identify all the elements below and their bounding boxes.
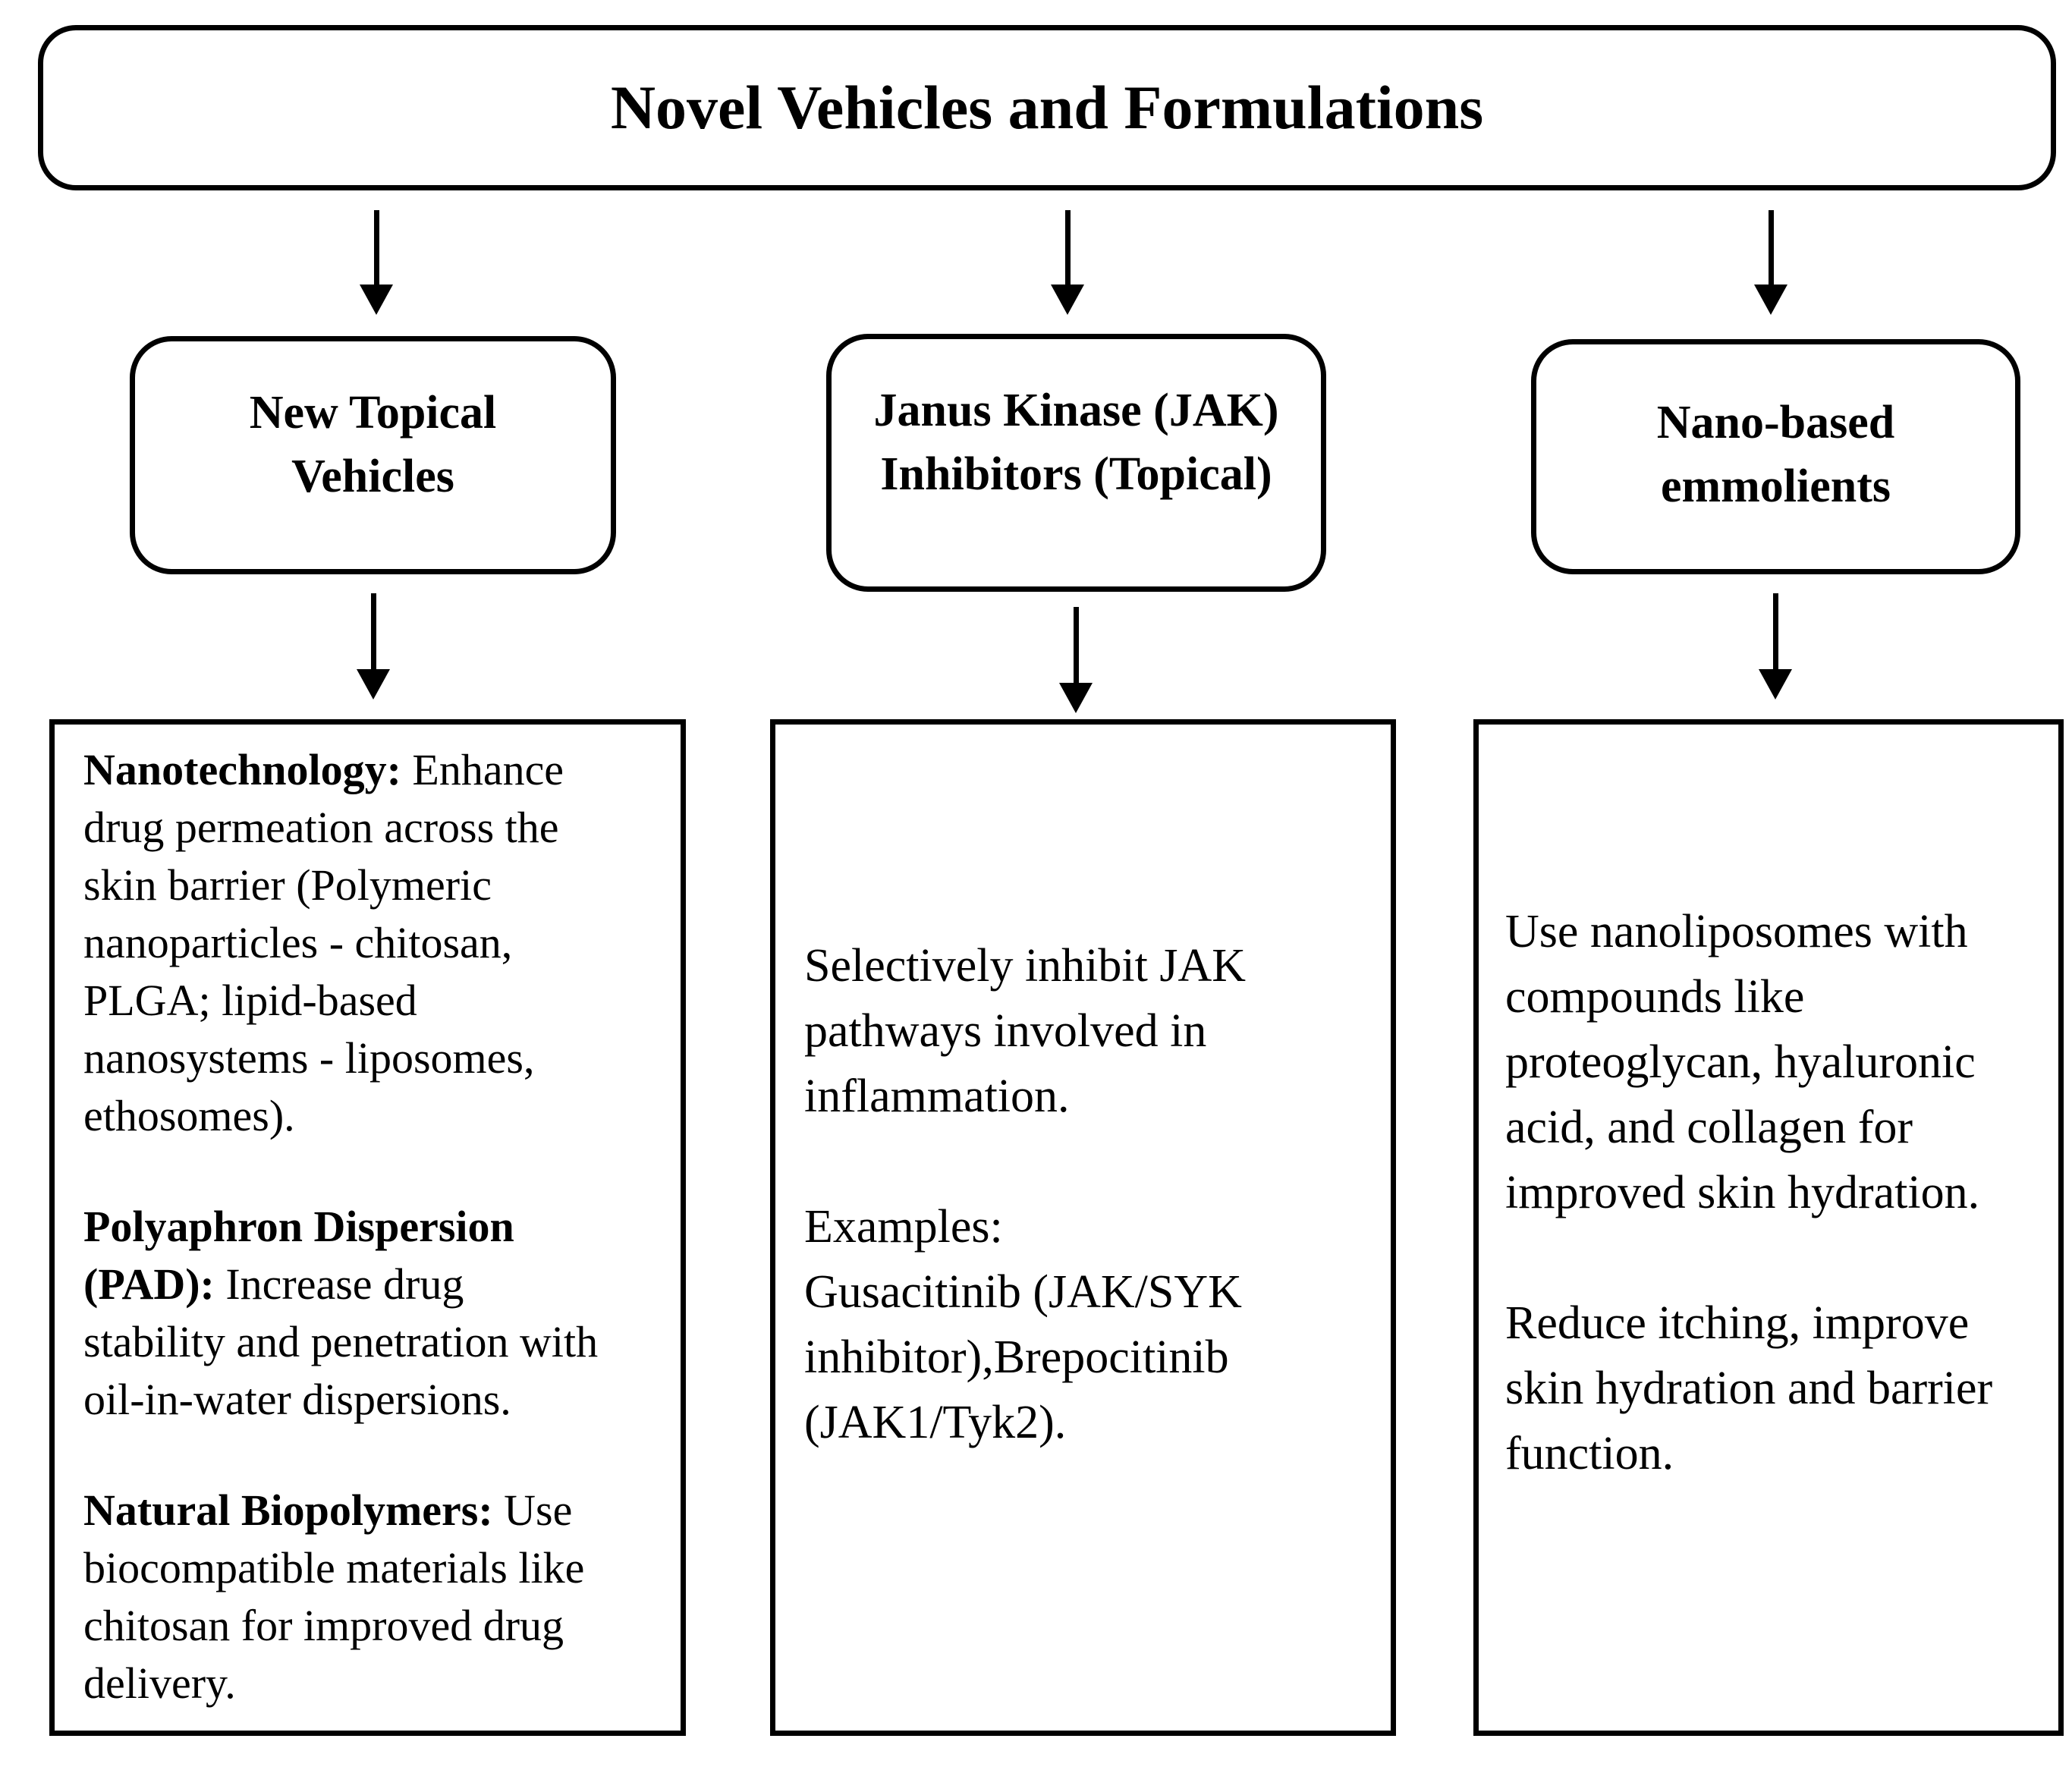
arrow-head <box>1754 285 1787 315</box>
arrow-down-icon <box>1051 210 1084 315</box>
arrow-shaft <box>370 593 376 669</box>
detail-term: Natural Biopolymers: <box>83 1485 493 1535</box>
detail-text: Reduce itching, improve skin hydration a… <box>1505 1297 1993 1479</box>
arrow-shaft <box>1073 607 1079 683</box>
detail-paragraph: Examples: Gusacitinib (JAK/SYK inhibitor… <box>804 1194 1372 1455</box>
arrow-shaft <box>1768 210 1774 285</box>
detail-box-nano-emmolients: Use nanoliposomes with compounds like pr… <box>1473 719 2064 1736</box>
arrow-down-icon <box>360 210 393 315</box>
arrow-head <box>1759 669 1792 700</box>
detail-box-jak-inhibitors: Selectively inhibit JAK pathways involve… <box>770 719 1396 1736</box>
detail-paragraph: Reduce itching, improve skin hydration a… <box>1505 1291 2039 1486</box>
diagram-title: Novel Vehicles and Formulations <box>610 73 1484 142</box>
arrow-head <box>360 285 393 315</box>
arrow-down-icon <box>1759 593 1792 700</box>
arrow-shaft <box>373 210 379 285</box>
arrow-head <box>1059 683 1093 713</box>
detail-text: Selectively inhibit JAK pathways involve… <box>804 940 1247 1122</box>
arrow-head <box>1051 285 1084 315</box>
arrow-down-icon <box>357 593 390 700</box>
arrow-head <box>357 669 390 700</box>
arrow-down-icon <box>1059 607 1093 713</box>
detail-term: Nanotechnology: <box>83 745 401 794</box>
branch-label: Janus Kinase (JAK) Inhibitors (Topical) <box>873 384 1279 500</box>
detail-text: Examples: Gusacitinib (JAK/SYK inhibitor… <box>804 1201 1242 1448</box>
detail-paragraph: Use nanoliposomes with compounds like pr… <box>1505 899 2039 1225</box>
detail-text: Enhance drug permeation across the skin … <box>83 745 564 1140</box>
detail-term: Polyaphron Dispersion (PAD): <box>83 1202 514 1309</box>
branch-label: Nano-based emmolients <box>1656 397 1895 512</box>
branch-box-new-topical-vehicles: New Topical Vehicles <box>130 336 616 574</box>
detail-text: Increase drug stability and penetration … <box>83 1259 599 1424</box>
arrow-shaft <box>1772 593 1778 669</box>
detail-box-new-topical-vehicles: Nanotechnology: Enhance drug permeation … <box>49 719 686 1736</box>
detail-text: Use biocompatible materials like chitosa… <box>83 1485 585 1708</box>
detail-paragraph: Polyaphron Dispersion (PAD): Increase dr… <box>83 1198 662 1429</box>
arrow-shaft <box>1064 210 1071 285</box>
arrow-down-icon <box>1754 210 1787 315</box>
detail-paragraph: Selectively inhibit JAK pathways involve… <box>804 933 1372 1129</box>
branch-label: New Topical Vehicles <box>249 387 497 502</box>
detail-paragraph: Nanotechnology: Enhance drug permeation … <box>83 741 662 1145</box>
detail-paragraph: Natural Biopolymers: Use biocompatible m… <box>83 1482 662 1712</box>
branch-box-nano-emmolients: Nano-based emmolients <box>1531 339 2020 574</box>
branch-box-jak-inhibitors: Janus Kinase (JAK) Inhibitors (Topical) <box>826 334 1326 592</box>
diagram-title-box: Novel Vehicles and Formulations <box>38 25 2056 190</box>
detail-text: Use nanoliposomes with compounds like pr… <box>1505 906 1980 1218</box>
